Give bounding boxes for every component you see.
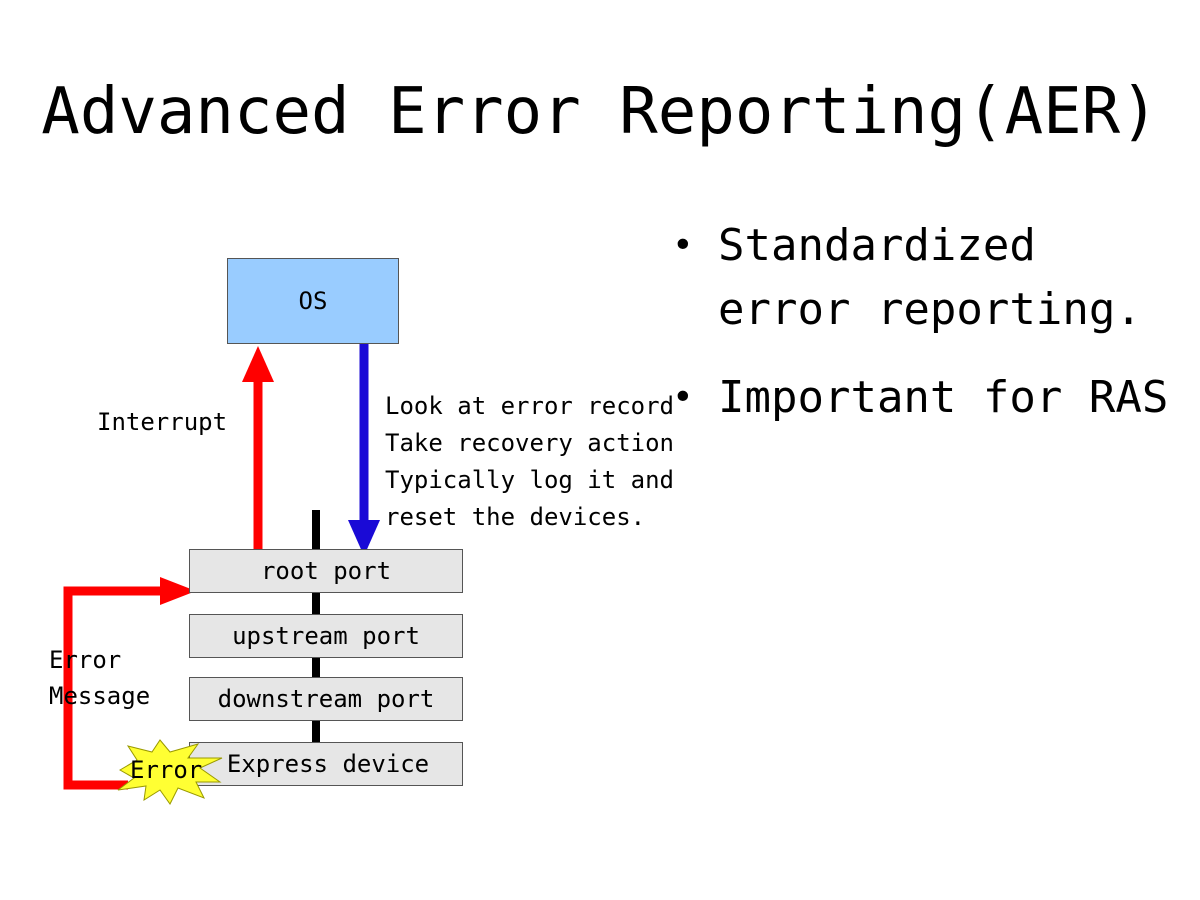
os-action-arrow	[348, 343, 380, 556]
error-message-line: Error	[49, 646, 122, 674]
bullet-dot-icon: •	[672, 377, 694, 418]
os-box: OS	[227, 258, 399, 344]
bullet-item: • Important for RAS	[672, 366, 1182, 430]
bullet-item: • Standardized error reporting.	[672, 214, 1182, 342]
error-message-label: Error Message	[49, 642, 150, 714]
os-action-line: Typically log it and	[385, 466, 674, 494]
upstream-port-box: upstream port	[189, 614, 463, 658]
upstream-port-label: upstream port	[232, 622, 420, 650]
root-port-box: root port	[189, 549, 463, 593]
express-device-label: Express device	[226, 750, 430, 778]
downstream-port-box: downstream port	[189, 677, 463, 721]
bullet-text: Standardized error reporting.	[718, 220, 1142, 335]
os-action-text: Look at error record Take recovery actio…	[385, 388, 674, 536]
bullet-dot-icon: •	[672, 225, 694, 266]
os-action-line: Look at error record	[385, 392, 674, 420]
bullet-text: Important for RAS	[718, 372, 1169, 423]
interrupt-arrow	[242, 346, 274, 560]
root-port-label: root port	[260, 557, 392, 585]
error-burst-label: Error	[130, 756, 203, 784]
error-message-line: Message	[49, 682, 151, 710]
slide-title: Advanced Error Reporting(AER)	[41, 75, 1159, 149]
bullet-list: • Standardized error reporting. • Import…	[672, 214, 1182, 454]
error-message-arrow	[63, 577, 196, 790]
downstream-port-label: downstream port	[217, 685, 435, 713]
os-action-line: Take recovery action	[385, 429, 674, 457]
os-action-line: reset the devices.	[385, 503, 646, 531]
interrupt-label: Interrupt	[97, 408, 228, 436]
express-device-box: Express device	[189, 742, 463, 786]
os-label: OS	[298, 287, 328, 315]
